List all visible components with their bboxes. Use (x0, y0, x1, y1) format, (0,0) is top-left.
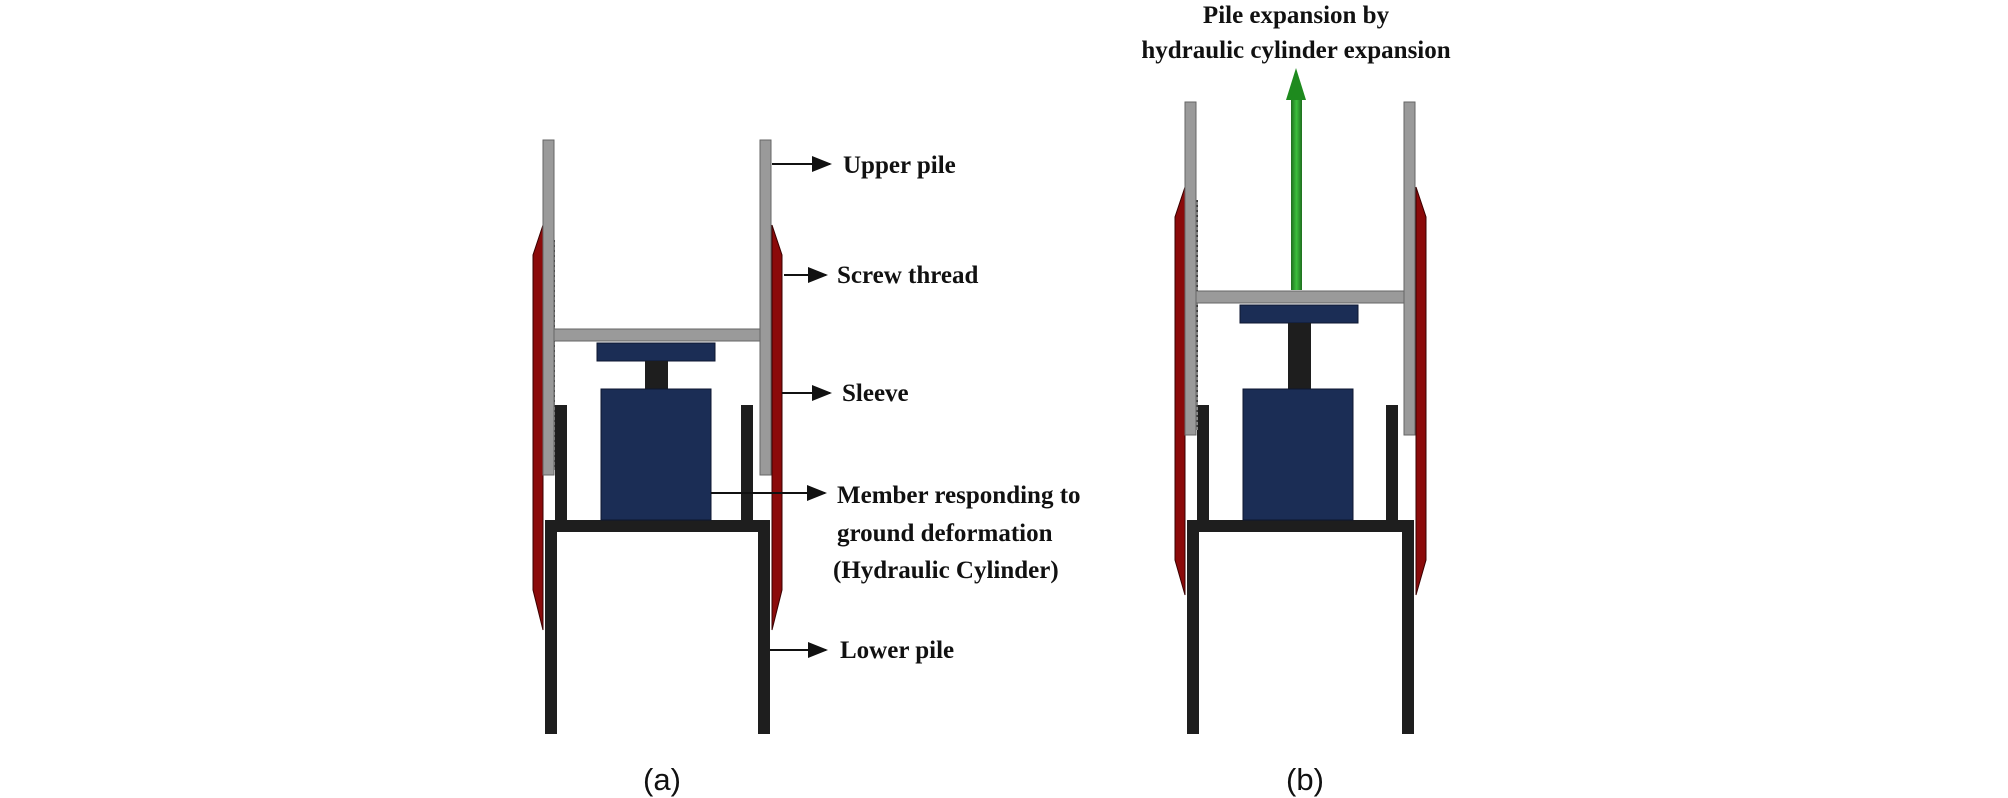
sleeve-b (1174, 186, 1427, 596)
label-member-line2: ground deformation (837, 520, 1053, 547)
label-expansion-line2: hydraulic cylinder expansion (1141, 37, 1450, 64)
hydraulic-cylinder-a (596, 342, 716, 521)
leader-arrows-a (711, 156, 832, 658)
upper-pile-b (1184, 101, 1416, 436)
expansion-arrow-icon (1286, 68, 1306, 290)
label-member-line1: Member responding to (837, 482, 1081, 509)
label-member-line3: (Hydraulic Cylinder) (833, 557, 1059, 584)
caption-a: (a) (643, 762, 681, 797)
label-screw-thread: Screw thread (837, 262, 979, 289)
lower-pile-b (1187, 405, 1414, 734)
lower-pile-a (545, 405, 770, 734)
panel-a: Upper pile Screw thread Sleeve Member re… (532, 139, 1081, 797)
upper-pile-a (542, 139, 772, 476)
panel-b: Pile expansion by hydraulic cylinder exp… (1141, 2, 1450, 797)
label-sleeve: Sleeve (842, 380, 909, 407)
label-upper-pile: Upper pile (843, 152, 956, 179)
label-expansion-line1: Pile expansion by (1203, 2, 1390, 29)
caption-b: (b) (1286, 762, 1324, 797)
label-lower-pile: Lower pile (840, 637, 954, 664)
hydraulic-cylinder-b (1239, 304, 1359, 521)
sleeve-a (532, 224, 783, 631)
